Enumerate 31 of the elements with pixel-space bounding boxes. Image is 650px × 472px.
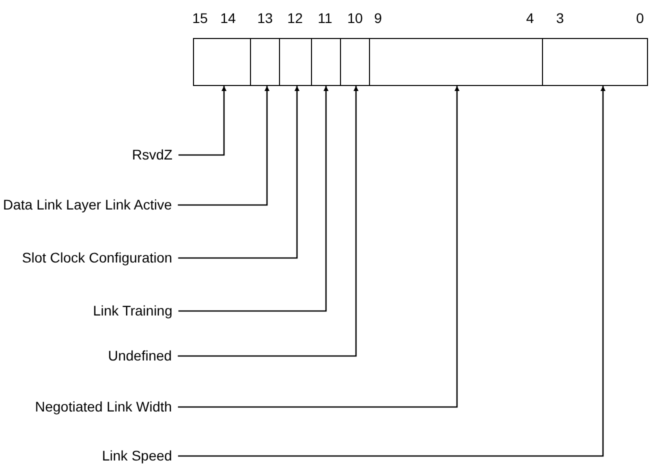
bit-field-cell <box>193 38 251 86</box>
bit-number: 3 <box>556 10 564 26</box>
bit-field-cell <box>250 38 280 86</box>
leader-arrow <box>178 86 606 457</box>
bit-field-cell <box>279 38 312 86</box>
bit-number: 15 <box>192 10 208 26</box>
field-label: Link Training <box>93 302 172 320</box>
bit-number: 13 <box>257 10 273 26</box>
bit-field-cell <box>369 38 543 86</box>
field-label: Data Link Layer Link Active <box>3 196 172 214</box>
bit-number: 9 <box>374 10 382 26</box>
field-label: Negotiated Link Width <box>35 398 172 416</box>
bit-field-cell <box>542 38 648 86</box>
leader-arrow <box>178 86 226 156</box>
bit-number: 14 <box>220 10 236 26</box>
leader-arrow <box>178 86 328 312</box>
leader-arrow <box>178 86 270 206</box>
field-label: Slot Clock Configuration <box>22 250 172 266</box>
bit-number: 0 <box>636 10 644 26</box>
bit-number: 12 <box>287 10 303 26</box>
field-label: Link Speed <box>102 448 172 464</box>
field-label: Undefined <box>108 348 172 364</box>
bit-number: 4 <box>526 10 534 26</box>
leader-arrow <box>178 86 358 357</box>
bit-number: 11 <box>318 10 332 26</box>
bit-number: 10 <box>347 10 363 26</box>
leader-arrow <box>178 86 300 259</box>
bit-field-cell <box>311 38 341 86</box>
leader-arrow <box>178 86 460 408</box>
bit-field-cell <box>340 38 370 86</box>
field-label: RsvdZ <box>132 146 172 164</box>
